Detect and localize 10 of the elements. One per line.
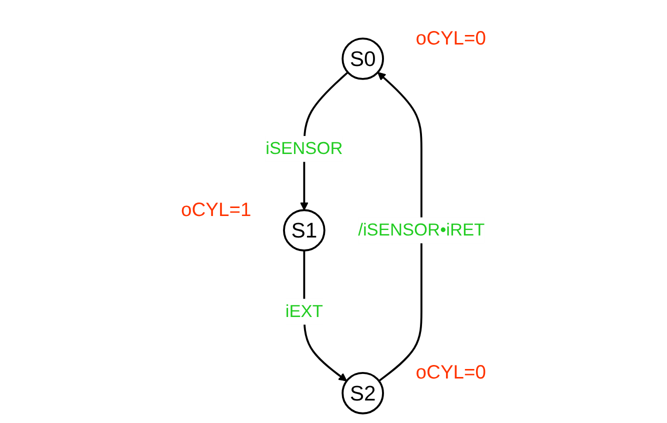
node-label: oCYL=0 [416,28,486,50]
node-label: oCYL=1 [180,200,252,221]
edge-label: iSENSOR [266,138,343,158]
edge-label: iEXT [285,302,323,321]
node-circle: S0 [342,38,384,80]
edge-label: /iSENSOR•iRET [358,220,485,240]
node-label: oCYL=0 [416,362,486,384]
node-circle: S2 [342,372,384,414]
arrow [377,72,422,382]
node-circle: S1 [283,209,326,252]
